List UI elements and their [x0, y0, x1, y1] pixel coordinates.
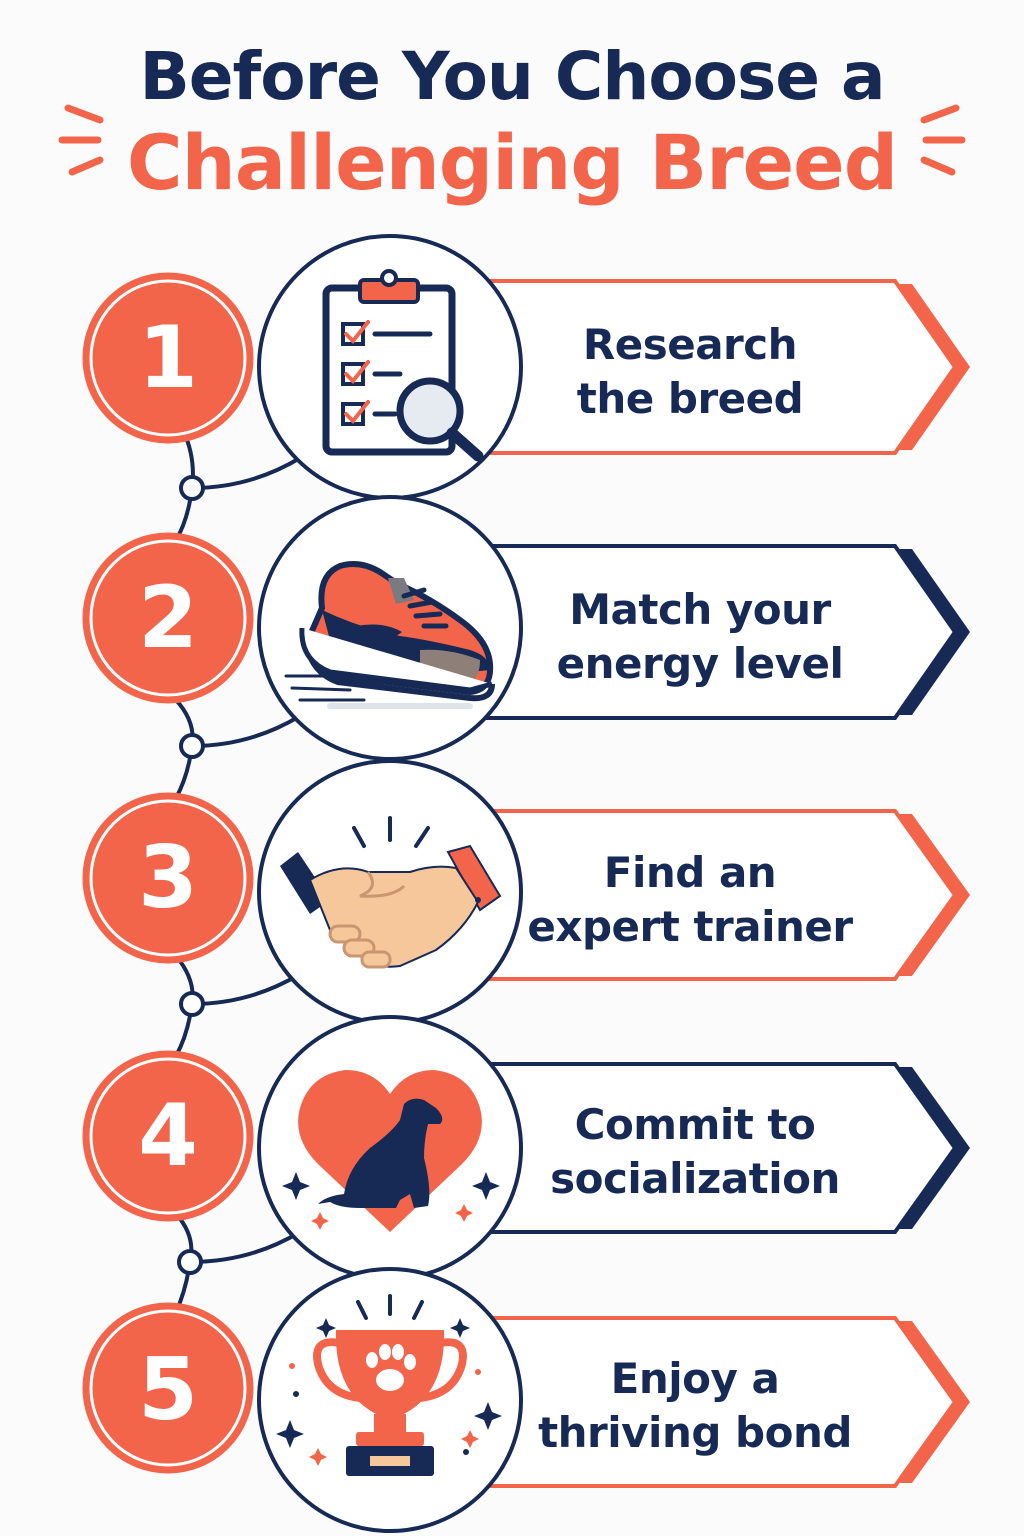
step-1-line-2: the breed [576, 374, 804, 423]
step-3-number: 3 [138, 828, 198, 928]
left-sparkle-icon [58, 104, 104, 176]
title-line-2: Challenging Breed [126, 118, 898, 207]
step-1-label: Research the breed [530, 318, 850, 426]
step-2-line-1: Match your [569, 585, 831, 634]
step-4-number: 4 [138, 1086, 198, 1186]
right-sparkle-icon [920, 104, 966, 176]
step-2-number: 2 [138, 568, 198, 668]
running-shoe-icon [284, 561, 495, 709]
paw-trophy-icon [276, 1294, 502, 1476]
handshake-icon [280, 816, 502, 969]
step-2-line-2: energy level [556, 639, 844, 688]
step-3-line-2: expert trainer [527, 902, 853, 951]
step-3-line-1: Find an [603, 848, 777, 897]
step-5-number: 5 [138, 1340, 198, 1440]
step-4-line-1: Commit to [574, 1100, 816, 1149]
step-5-line-1: Enjoy a [610, 1354, 780, 1403]
step-2-label: Match your energy level [530, 583, 870, 691]
step-3-label: Find an expert trainer [520, 846, 860, 954]
step-4-label: Commit to socialization [530, 1098, 860, 1206]
clipboard-magnifier-icon [322, 269, 484, 462]
heart-dog-icon [282, 1070, 500, 1232]
step-5-line-2: thriving bond [538, 1408, 852, 1457]
step-5-label: Enjoy a thriving bond [530, 1352, 860, 1460]
step-4-line-2: socialization [550, 1154, 840, 1203]
step-1-line-1: Research [582, 320, 798, 369]
title-line-1: Before You Choose a [139, 38, 885, 115]
step-1-number: 1 [138, 308, 198, 408]
